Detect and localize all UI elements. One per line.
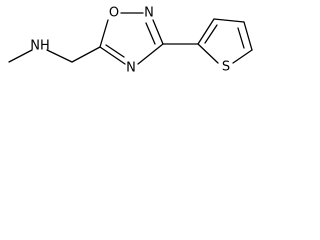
bond-tc2-tc3-inner [204,24,218,44]
bond-n2-c3 [152,19,164,45]
bond-tc3-tc4 [213,18,245,23]
bond-tc4-tc5 [243,21,253,51]
bond-tc4-tc5-inner [237,27,245,49]
bond-n4-c5 [99,46,126,65]
bond-n4-c5-inner [105,44,125,58]
bond-nh-ch2 [46,49,73,63]
bond-n2-c3-inner [145,22,156,45]
bond-methyl-nh [8,49,33,63]
atom-n-top-label: N [144,6,154,21]
bond-c3-n4 [137,43,164,65]
bond-c5-o [99,19,109,48]
atom-s-label: S [222,60,230,75]
atom-n-bottom-label: N [126,61,136,76]
atom-nh-label: NH [30,39,50,54]
bond-ch2-c5 [71,46,101,63]
atom-o-label: O [109,6,119,21]
chemical-structure: NH O N N S [8,6,253,76]
bond-tc2-tc3 [197,18,215,45]
bond-tc5-s [232,49,253,64]
bond-s-tc2 [197,43,219,64]
